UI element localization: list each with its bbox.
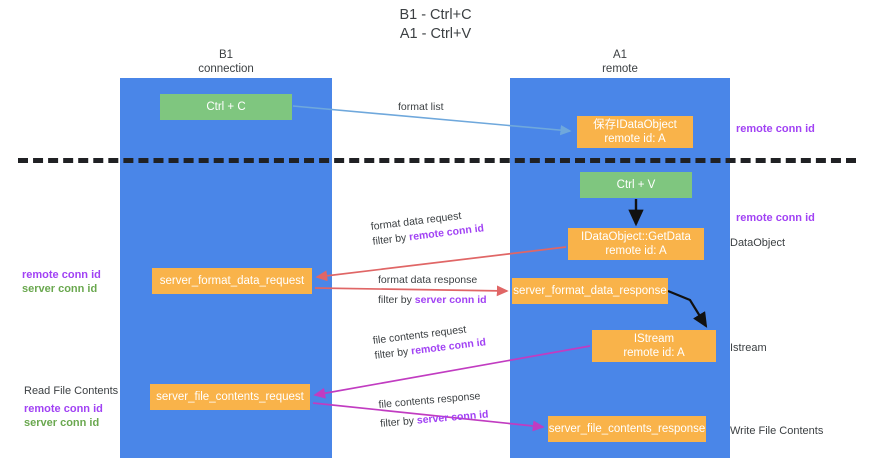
box-server-format-data-response[interactable]: server_format_data_response	[512, 278, 668, 304]
edge-label-format-data-response: format data response filter by server co…	[378, 273, 487, 308]
box-ctrl-c[interactable]: Ctrl + C	[160, 94, 292, 120]
box-istream[interactable]: IStream remote id: A	[592, 330, 716, 362]
annotation-dataobject-text: DataObject	[730, 237, 786, 249]
edge-label-format-list: format list	[398, 100, 444, 115]
annotation-remote-conn-id-mid-text: remote conn id	[736, 212, 815, 224]
box-ctrl-v-label: Ctrl + V	[616, 179, 656, 191]
annotation-left-remote-conn-id: remote conn id	[22, 269, 101, 281]
box-getdata-line1: IDataObject::GetData	[581, 231, 691, 243]
annotation-remote-conn-id-top-text: remote conn id	[736, 123, 815, 135]
annotation-write-file-contents-text: Write File Contents	[730, 425, 824, 437]
annotation-read-file-contents: Read File Contents	[24, 384, 118, 398]
column-header-b1: B1 connection	[136, 48, 316, 76]
box-ctrl-v[interactable]: Ctrl + V	[580, 172, 692, 198]
annotation-left-server-conn-id-2: server conn id	[24, 417, 100, 429]
annotation-left-conn-ids: remote conn id server conn id	[22, 268, 101, 296]
filter-key-server-conn-id: server conn id	[416, 408, 489, 427]
column-header-b1-name: B1	[218, 49, 234, 61]
box-server-file-contents-request[interactable]: server_file_contents_request	[150, 384, 310, 410]
column-header-a1: A1 remote	[530, 48, 710, 76]
annotation-istream: Istream	[730, 341, 767, 355]
title-line-2: A1 - Ctrl+V	[399, 26, 472, 42]
box-idataobject-getdata[interactable]: IDataObject::GetData remote id: A	[568, 228, 704, 260]
page-title: B1 - Ctrl+C A1 - Ctrl+V	[0, 6, 871, 44]
box-getdata-line2: remote id: A	[605, 245, 667, 257]
annotation-left-server-conn-id: server conn id	[22, 283, 98, 295]
box-server-file-contents-response[interactable]: server_file_contents_response	[548, 416, 706, 442]
box-istream-line1: IStream	[633, 333, 675, 345]
section-divider	[18, 158, 856, 163]
column-header-b1-sub: connection	[198, 63, 254, 75]
annotation-istream-text: Istream	[730, 342, 767, 354]
column-header-a1-sub: remote	[602, 63, 638, 75]
box-server-format-data-request[interactable]: server_format_data_request	[152, 268, 312, 294]
box-save-idataobject[interactable]: 保存IDataObject remote id: A	[577, 116, 693, 148]
edge-label-format-list-text: format list	[398, 101, 444, 113]
annotation-remote-conn-id-top: remote conn id	[736, 122, 815, 136]
column-header-a1-name: A1	[612, 49, 628, 61]
filter-prefix: filter by	[378, 294, 415, 306]
edge-label-file-contents-request: file contents request filter by remote c…	[372, 320, 487, 363]
box-save-idataobject-line2: remote id: A	[604, 133, 666, 145]
box-server-format-data-response-label: server_format_data_response	[513, 285, 667, 297]
edge-label-file-contents-response: file contents response filter by server …	[378, 389, 489, 432]
title-line-1: B1 - Ctrl+C	[399, 7, 472, 23]
annotation-dataobject: DataObject	[730, 236, 785, 250]
annotation-read-file-contents-text: Read File Contents	[24, 385, 119, 397]
box-server-file-contents-request-label: server_file_contents_request	[156, 391, 304, 403]
edge-label-format-data-response-filter: filter by server conn id	[378, 293, 487, 308]
filter-prefix: filter by	[379, 414, 418, 430]
filter-prefix: filter by	[373, 345, 412, 362]
annotation-left-conn-ids-2: remote conn id server conn id	[24, 402, 103, 430]
box-server-file-contents-response-label: server_file_contents_response	[548, 423, 706, 435]
filter-key-server-conn-id: server conn id	[414, 294, 487, 306]
box-server-format-data-request-label: server_format_data_request	[159, 275, 305, 287]
annotation-remote-conn-id-mid: remote conn id	[736, 211, 815, 225]
edge-label-format-data-request: format data request filter by remote con…	[370, 206, 485, 249]
filter-prefix: filter by	[371, 231, 410, 248]
box-ctrl-c-label: Ctrl + C	[206, 101, 246, 113]
annotation-write-file-contents: Write File Contents	[730, 424, 823, 438]
box-istream-line2: remote id: A	[623, 347, 685, 359]
annotation-left-remote-conn-id-2: remote conn id	[24, 403, 103, 415]
box-save-idataobject-line1: 保存IDataObject	[593, 119, 677, 131]
edge-label-format-data-response-text: format data response	[378, 274, 478, 286]
